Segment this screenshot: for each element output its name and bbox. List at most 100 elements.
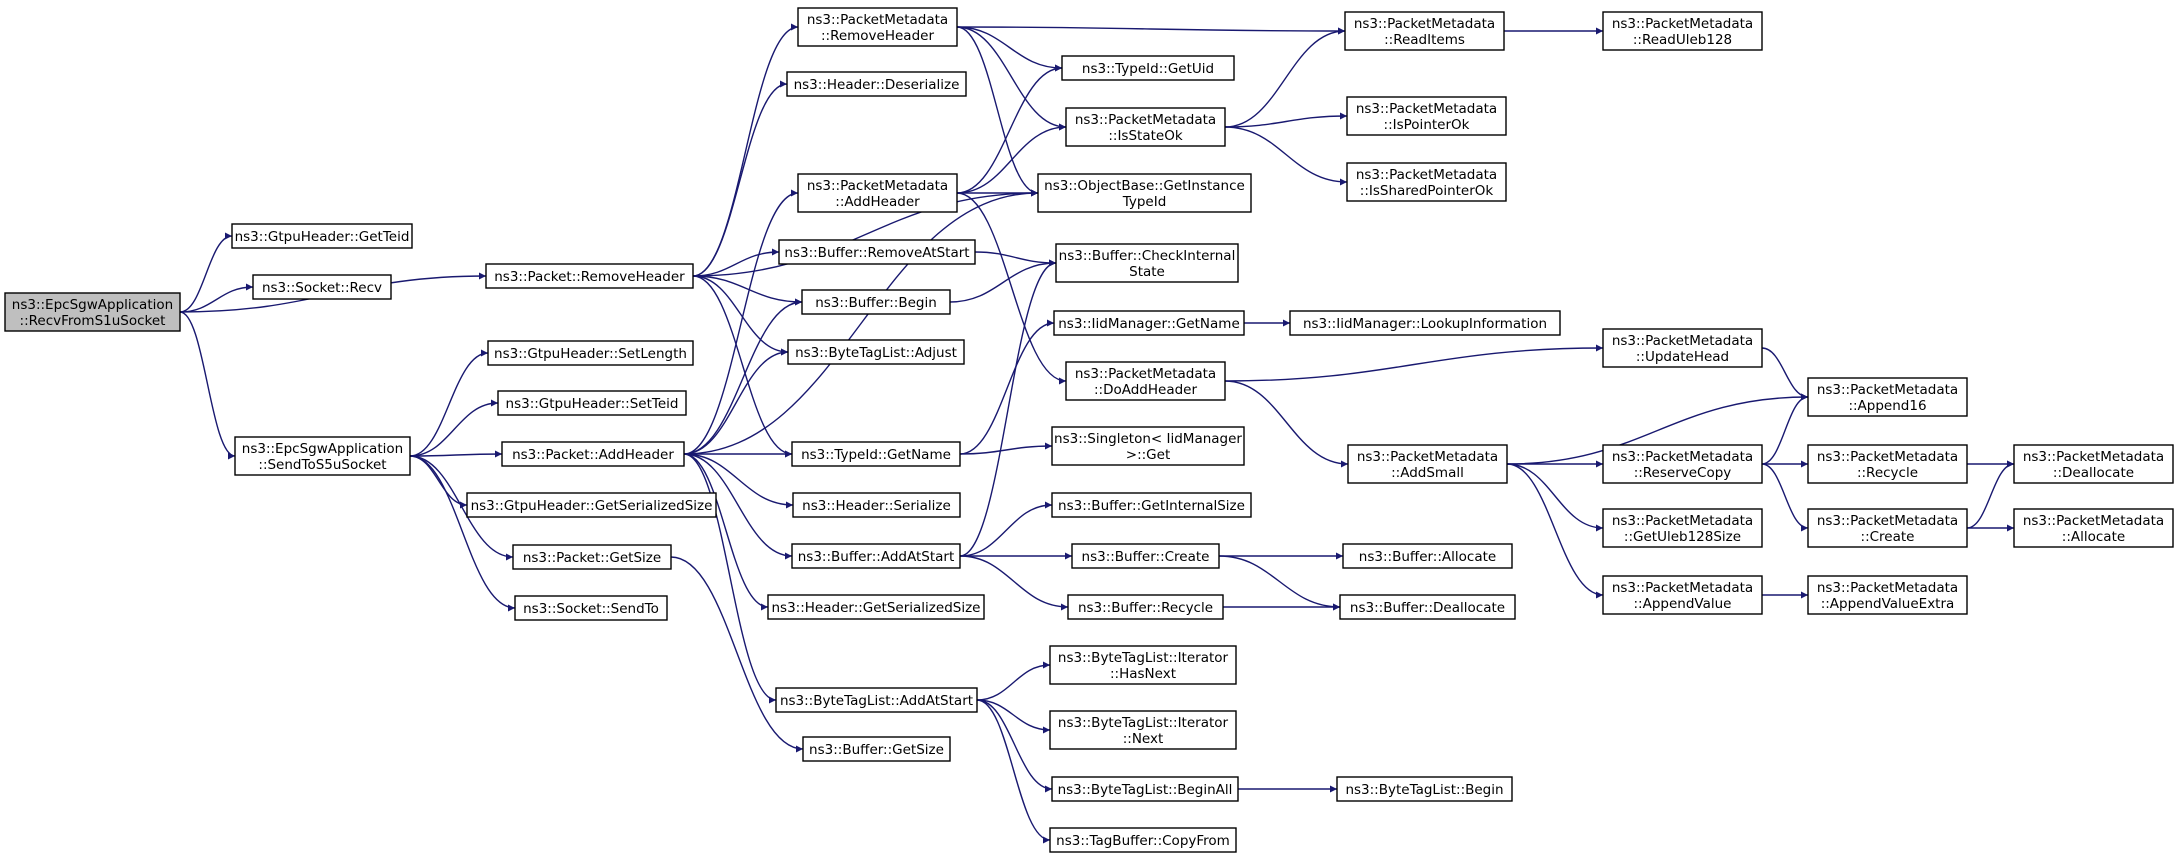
function-node-gtpu-set-length[interactable]: ns3::GtpuHeader::SetLength — [487, 340, 694, 366]
function-node-pmread-items[interactable]: ns3::PacketMetadata::ReadItems — [1344, 11, 1505, 51]
edge-send-to-s5u-socket-to-packet-add-header — [409, 450, 503, 458]
edge-pmdo-add-header-to-pmupdate-head — [1224, 344, 1604, 382]
function-node-socket-send-to[interactable]: ns3::Socket::SendTo — [514, 595, 668, 621]
function-node-buffer-add-at-start[interactable]: ns3::Buffer::AddAtStart — [791, 543, 961, 569]
node-box — [252, 274, 392, 300]
node-box — [1602, 575, 1763, 615]
node-label: ::GetUleb128Size — [1624, 529, 1741, 545]
function-node-packet-add-header[interactable]: ns3::Packet::AddHeader — [501, 441, 685, 467]
function-node-btlbegin-all[interactable]: ns3::ByteTagList::BeginAll — [1051, 776, 1239, 802]
function-node-header-serialize[interactable]: ns3::Header::Serialize — [792, 492, 961, 518]
function-node-type-id-get-name[interactable]: ns3::TypeId::GetName — [791, 441, 961, 467]
node-label: ns3::PacketMetadata — [1075, 366, 1216, 382]
function-node-pmrecycle[interactable]: ns3::PacketMetadata::Recycle — [1807, 444, 1968, 484]
node-label: ns3::Header::Serialize — [802, 498, 951, 514]
function-node-btlbegin[interactable]: ns3::ByteTagList::Begin — [1336, 776, 1513, 802]
function-node-buffer-allocate[interactable]: ns3::Buffer::Allocate — [1342, 543, 1513, 569]
function-node-pmis-shared-pointer-ok[interactable]: ns3::PacketMetadata::IsSharedPointerOk — [1346, 162, 1507, 202]
node-label: ns3::GtpuHeader::GetTeid — [235, 229, 410, 245]
function-node-pmdeallocate[interactable]: ns3::PacketMetadata::Deallocate — [2013, 444, 2174, 484]
function-node-singleton-get[interactable]: ns3::Singleton< IidManager >::Get — [1051, 426, 1245, 466]
edge-recv-from-s1u-socket-to-gtpu-get-teid — [179, 232, 233, 313]
function-node-pmreserve-copy[interactable]: ns3::PacketMetadata::ReserveCopy — [1602, 444, 1763, 484]
function-node-buffer-create[interactable]: ns3::Buffer::Create — [1071, 543, 1220, 569]
edge-pmcreate-to-pmdeallocate — [1966, 460, 2015, 529]
node-label: ::IsSharedPointerOk — [1360, 183, 1494, 199]
function-node-pmappend-value[interactable]: ns3::PacketMetadata::AppendValue — [1602, 575, 1763, 615]
function-node-pmadd-header[interactable]: ns3::PacketMetadata::AddHeader — [797, 173, 958, 213]
node-box — [1065, 361, 1226, 401]
node-box — [1807, 508, 1968, 548]
function-node-pmadd-small[interactable]: ns3::PacketMetadata::AddSmall — [1347, 444, 1508, 484]
node-box — [1807, 444, 1968, 484]
node-label: ns3::Buffer::CheckInternal — [1059, 248, 1236, 264]
function-node-buffer-get-size[interactable]: ns3::Buffer::GetSize — [802, 736, 951, 762]
function-node-btladjust[interactable]: ns3::ByteTagList::Adjust — [787, 339, 965, 365]
node-box — [791, 543, 961, 569]
node-label: ns3::PacketMetadata — [1817, 513, 1958, 529]
function-node-packet-get-size[interactable]: ns3::Packet::GetSize — [512, 544, 672, 570]
node-box — [514, 595, 668, 621]
function-node-iid-lookup-information[interactable]: ns3::IidManager::LookupInformation — [1289, 310, 1561, 336]
function-node-recv-from-s1u-socket[interactable]: ns3::EpcSgwApplication::RecvFromS1uSocke… — [4, 292, 181, 332]
function-node-pmdo-add-header[interactable]: ns3::PacketMetadata::DoAddHeader — [1065, 361, 1226, 401]
function-node-buffer-deallocate[interactable]: ns3::Buffer::Deallocate — [1339, 594, 1516, 620]
function-node-gtpu-get-serialized-size[interactable]: ns3::GtpuHeader::GetSerializedSize — [466, 492, 717, 518]
function-node-buffer-get-internal-size[interactable]: ns3::Buffer::GetInternalSize — [1051, 492, 1252, 518]
edge-type-id-get-name-to-singleton-get — [959, 442, 1053, 455]
node-label: ns3::Packet::GetSize — [523, 550, 661, 566]
function-node-pmcreate[interactable]: ns3::PacketMetadata::Create — [1807, 508, 1968, 548]
function-node-pmis-state-ok[interactable]: ns3::PacketMetadata::IsStateOk — [1065, 107, 1226, 147]
function-node-pmremove-header[interactable]: ns3::PacketMetadata::RemoveHeader — [797, 7, 958, 47]
function-node-pmis-pointer-ok[interactable]: ns3::PacketMetadata::IsPointerOk — [1346, 96, 1507, 136]
function-node-buffer-recycle[interactable]: ns3::Buffer::Recycle — [1067, 594, 1224, 620]
function-node-pmallocate[interactable]: ns3::PacketMetadata::Allocate — [2013, 508, 2174, 548]
function-node-buffer-remove-at-start[interactable]: ns3::Buffer::RemoveAtStart — [778, 239, 976, 265]
function-node-type-id-get-uid[interactable]: ns3::TypeId::GetUid — [1061, 55, 1235, 81]
function-node-gtpu-get-teid[interactable]: ns3::GtpuHeader::GetTeid — [231, 223, 413, 249]
function-node-packet-remove-header[interactable]: ns3::Packet::RemoveHeader — [485, 263, 694, 289]
function-node-btliter-next[interactable]: ns3::ByteTagList::Iterator::Next — [1049, 710, 1237, 750]
call-edges — [179, 23, 2015, 844]
function-node-btliter-has-next[interactable]: ns3::ByteTagList::Iterator::HasNext — [1049, 645, 1237, 685]
node-label: ns3::Header::Deserialize — [794, 77, 960, 93]
node-label: >::Get — [1126, 447, 1170, 463]
node-box — [775, 687, 978, 713]
edge-pmadd-small-to-pmappend-value — [1506, 463, 1604, 599]
function-node-socket-recv[interactable]: ns3::Socket::Recv — [252, 274, 392, 300]
function-node-iid-get-name[interactable]: ns3::IidManager::GetName — [1053, 310, 1245, 336]
function-node-pmappend16[interactable]: ns3::PacketMetadata::Append16 — [1807, 377, 1968, 417]
node-label: ns3::IidManager::GetName — [1058, 316, 1240, 332]
node-box — [501, 441, 685, 467]
node-box — [1049, 645, 1237, 685]
edge-pmremove-header-to-pmread-items — [956, 26, 1346, 35]
node-label: ns3::PacketMetadata — [1612, 16, 1753, 32]
edge-send-to-s5u-socket-to-gtpu-set-teid — [409, 399, 499, 457]
function-node-pmread-uleb128[interactable]: ns3::PacketMetadata::ReadUleb128 — [1602, 11, 1763, 51]
node-box — [1055, 243, 1239, 283]
node-box — [802, 736, 951, 762]
edge-pmremove-header-to-pmis-state-ok — [956, 26, 1067, 131]
function-node-buffer-begin[interactable]: ns3::Buffer::Begin — [801, 289, 951, 315]
edge-buffer-add-at-start-to-buffer-check-internal-state — [959, 259, 1057, 557]
node-label: ::UpdateHead — [1636, 349, 1729, 365]
function-node-header-deserialize[interactable]: ns3::Header::Deserialize — [786, 71, 967, 97]
node-label: ns3::PacketMetadata — [1612, 513, 1753, 529]
function-node-gtpu-set-teid[interactable]: ns3::GtpuHeader::SetTeid — [497, 390, 687, 416]
node-label: ns3::PacketMetadata — [807, 12, 948, 28]
edge-packet-get-size-to-buffer-get-size — [670, 556, 804, 753]
edge-buffer-remove-at-start-to-buffer-check-internal-state — [974, 251, 1057, 267]
node-box — [1342, 543, 1513, 569]
function-node-pmappend-value-extra[interactable]: ns3::PacketMetadata::AppendValueExtra — [1807, 575, 1968, 615]
function-node-pmupdate-head[interactable]: ns3::PacketMetadata::UpdateHead — [1602, 328, 1763, 368]
function-node-pmget-uleb128-size[interactable]: ns3::PacketMetadata::GetUleb128Size — [1602, 508, 1763, 548]
node-label: ns3::PacketMetadata — [1075, 112, 1216, 128]
function-node-header-get-serialized-size[interactable]: ns3::Header::GetSerializedSize — [767, 594, 985, 620]
node-box — [512, 544, 672, 570]
function-node-send-to-s5u-socket[interactable]: ns3::EpcSgwApplication::SendToS5uSocket — [234, 436, 411, 476]
function-node-tag-buffer-copy-from[interactable]: ns3::TagBuffer::CopyFrom — [1049, 827, 1237, 853]
function-node-btladd-at-start[interactable]: ns3::ByteTagList::AddAtStart — [775, 687, 978, 713]
